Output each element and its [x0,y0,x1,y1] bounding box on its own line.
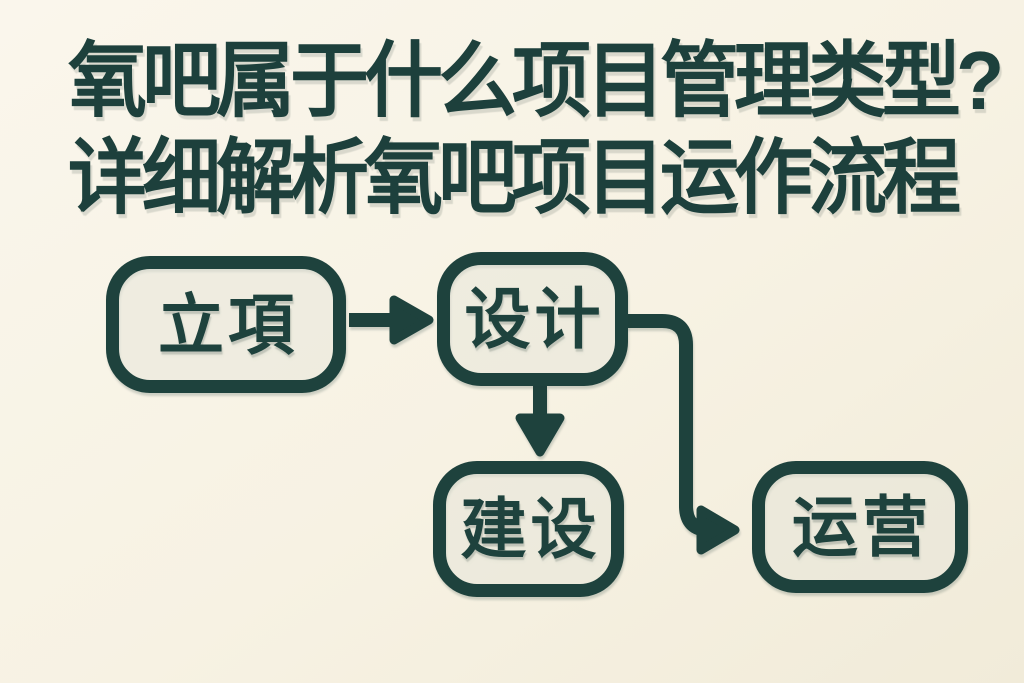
arrow-lixiang-to-sheji [349,295,434,345]
arrowhead-right-icon [389,295,434,345]
page-title: 氧吧属于什么项目管理类型? 详细解析氧吧项目运作流程 [68,30,1004,224]
flow-node-label: 立項 [158,287,298,362]
arrowhead-down-icon [515,413,565,457]
flow-node-label: 设计 [464,282,605,356]
flow-node-lixiang: 立項 [106,256,346,393]
flow-node-sheji: 设计 [437,252,628,386]
title-line-2: 详细解析氧吧项目运作流程 [68,131,961,224]
arrow-sheji-to-yunying [627,314,740,555]
title-line-1: 氧吧属于什么项目管理类型? [68,34,1004,127]
flow-node-label: 建设 [460,492,601,566]
flow-node-label: 运营 [792,490,932,564]
flow-node-jianshe: 建设 [433,461,624,597]
arrow-sheji-to-jianshe [515,386,565,457]
arrow-elbow-stem [627,314,711,537]
arrowhead-right-icon [696,505,740,555]
flow-node-yunying: 运营 [752,461,968,593]
